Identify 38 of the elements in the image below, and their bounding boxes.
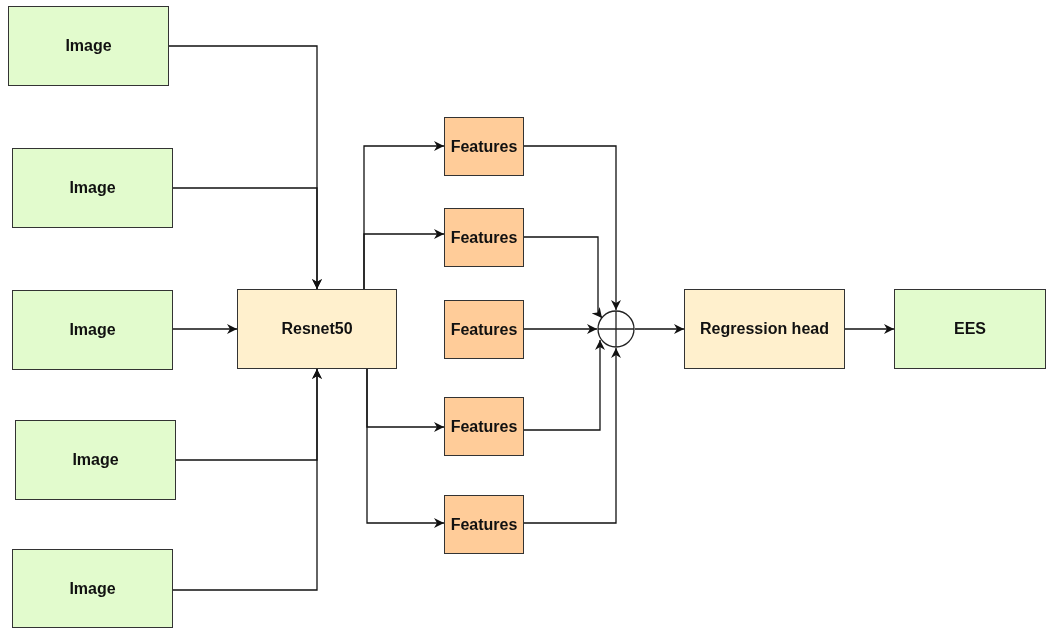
box-label: Features	[450, 228, 518, 247]
box-label: EES	[954, 320, 986, 338]
arrow	[634, 324, 685, 334]
image-box	[12, 290, 173, 370]
arrow	[523, 347, 621, 524]
arrow	[172, 368, 322, 591]
arrow	[523, 339, 605, 431]
box-label: Image	[72, 451, 119, 469]
arrow	[172, 324, 238, 334]
model-box	[237, 289, 397, 369]
box-label: Features	[450, 515, 518, 534]
feature-box	[444, 495, 524, 554]
arrow	[363, 229, 445, 290]
box-label: Features	[450, 137, 518, 156]
box-label: Image	[69, 579, 116, 598]
arrow	[523, 236, 603, 319]
output-box	[894, 289, 1046, 369]
arrow	[844, 324, 895, 334]
box-label: Features	[450, 320, 518, 339]
feature-box	[444, 300, 524, 359]
box-label: Image	[69, 321, 116, 339]
box-label: Regression head	[700, 320, 829, 338]
regression-box	[684, 289, 845, 369]
box-label: Image	[65, 37, 112, 55]
arrow	[366, 368, 445, 528]
feature-box	[444, 208, 524, 267]
arrow	[172, 187, 322, 290]
arrow	[523, 145, 621, 311]
arrow	[523, 324, 598, 334]
box-label: Features	[450, 417, 518, 436]
feature-box	[444, 117, 524, 176]
box-label: Resnet50	[281, 320, 353, 338]
image-box	[15, 420, 176, 500]
image-box	[12, 148, 173, 228]
image-box	[12, 549, 173, 628]
image-box	[8, 6, 169, 86]
box-label: Image	[69, 179, 116, 197]
feature-box	[444, 397, 524, 456]
